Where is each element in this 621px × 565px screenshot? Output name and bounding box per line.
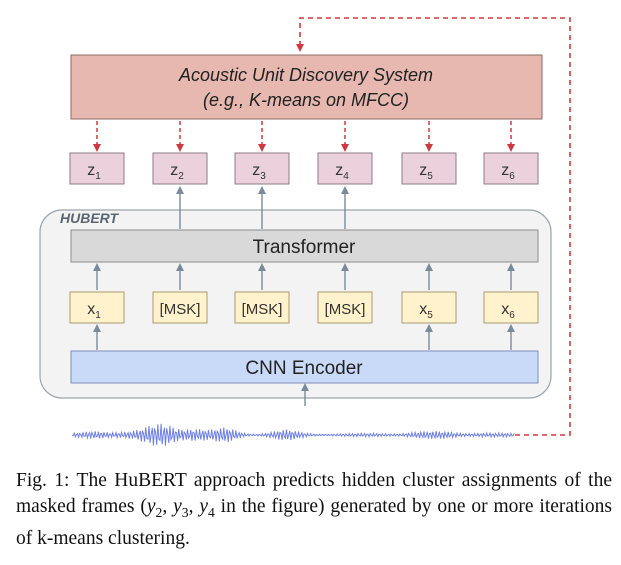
input-frame-x1: x1 [69,291,125,324]
feedback-loop-arrow [296,17,571,436]
cluster-targets: z1 z2 z3 z4 z5 z6 [69,152,539,185]
input-frame-x6: x6 [483,291,539,324]
hubert-label: HUBERT [60,210,120,226]
transformer-label: Transformer [253,237,356,258]
input-label: [MSK] [325,301,366,318]
figure-caption: Fig. 1: The HuBERT approach predicts hid… [16,470,612,549]
input-mask-token: [MSK] [152,291,208,324]
target-z5: z5 [401,152,457,185]
transformer-output-arrows [176,186,349,229]
target-z1: z1 [69,152,125,185]
target-z3: z3 [234,152,290,185]
cnn-encoder-label: CNN Encoder [245,358,363,379]
target-z4: z4 [317,152,373,185]
speech-waveform [71,423,515,446]
cnn-encoder-box [70,350,539,384]
hubert-diagram: Acoustic Unit Discovery System (e.g., K-… [39,17,571,446]
transformer-input-arrows [93,263,515,290]
input-frames: x1 [MSK] [MSK] [MSK] x5 x6 [69,291,539,324]
input-frame-x5: x5 [401,291,457,324]
system-title-line2: (e.g., K-means on MFCC) [203,90,409,110]
target-z2: z2 [152,152,208,185]
cluster-target-arrows [93,121,515,152]
input-label: [MSK] [242,301,283,318]
target-z6: z6 [483,152,539,185]
encoder-output-arrows [93,324,515,350]
acoustic-unit-discovery-box [70,54,543,120]
transformer-box [70,229,539,263]
input-label: [MSK] [160,301,201,318]
system-title-line1: Acoustic Unit Discovery System [178,65,433,85]
input-mask-token: [MSK] [234,291,290,324]
input-mask-token: [MSK] [317,291,373,324]
